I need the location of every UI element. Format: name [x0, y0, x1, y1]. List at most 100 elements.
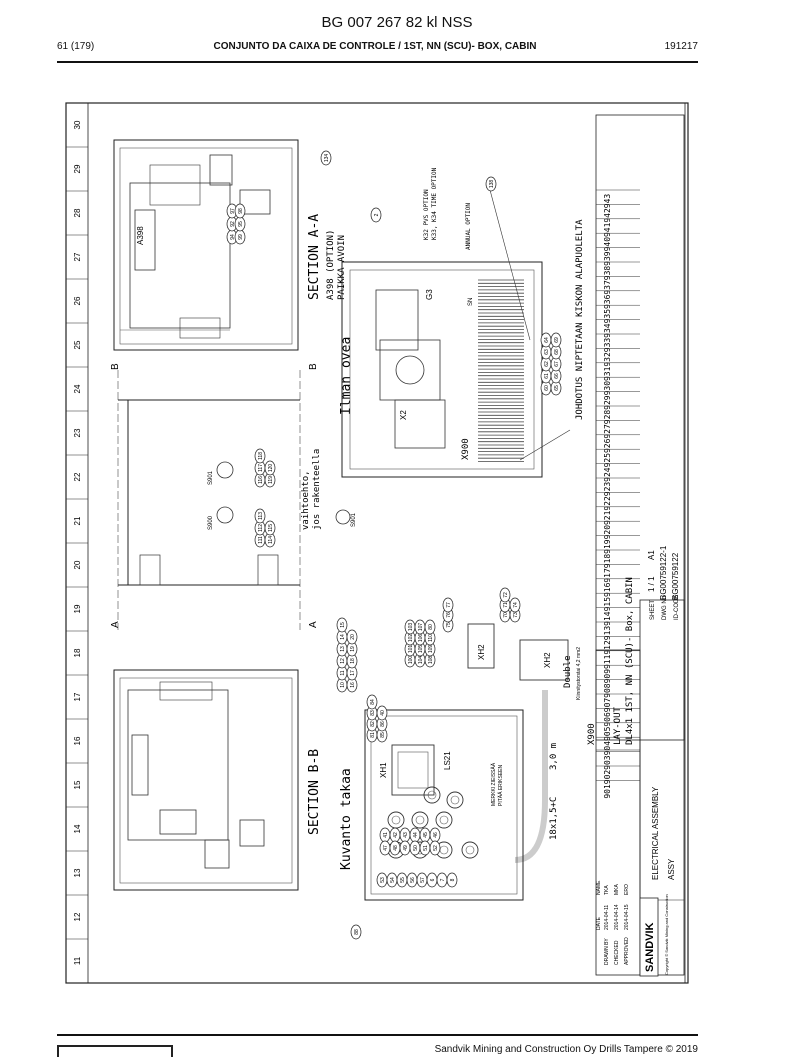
grid-number: 16 — [73, 736, 82, 745]
footer-rule — [57, 1034, 698, 1036]
list-number: 907 — [603, 698, 612, 713]
item-balloon-number: 56 — [410, 877, 416, 883]
item-balloon-number: 52 — [433, 845, 439, 851]
item-balloon-number: 113 — [258, 512, 264, 520]
s900-label: S900 — [208, 515, 214, 530]
gland-connector-inner — [465, 845, 475, 855]
list-number: 935 — [603, 309, 612, 324]
item-balloon-number: 46 — [433, 832, 439, 838]
list-number: 933 — [603, 338, 612, 353]
pvs-option-note: K32 PVS OPTION — [423, 189, 430, 240]
item-balloon-number: 104 — [418, 656, 424, 665]
gland-connector — [435, 811, 453, 829]
list-number: 929 — [603, 395, 612, 410]
back-view-title: Kuvanto takaa — [339, 768, 354, 870]
list-number: 926 — [603, 438, 612, 453]
section-a-marker-bottom: A — [308, 621, 319, 628]
id-code: BG00759122 — [671, 552, 680, 600]
gland-connector-inner — [439, 815, 449, 825]
item-balloon-number: 57 — [420, 877, 426, 883]
list-number: 931 — [603, 366, 612, 381]
item-balloon — [370, 207, 382, 223]
item-balloon-number: 44 — [413, 832, 419, 838]
grid-number: 24 — [73, 384, 82, 393]
item-balloon-number: 61 — [544, 373, 550, 379]
grid-number: 13 — [73, 868, 82, 877]
alternative-note-2: jos rakenteella — [312, 449, 322, 530]
x2-label: X2 — [399, 410, 408, 420]
ls21-label: LS21 — [443, 751, 452, 770]
list-number: 934 — [603, 323, 612, 338]
warning-text-1: MERKKI ZIEISSÄÄ — [490, 762, 497, 806]
cable-spec: 18x1,5+C — [549, 797, 559, 840]
list-number: 943 — [603, 194, 612, 209]
back-view: Kuvanto takaa XH1 LS21 MERKKI ZIEISSÄÄ P… — [339, 623, 597, 901]
drawn-name: TKA — [604, 885, 610, 895]
section-b-marker-top: B — [110, 363, 121, 370]
item-balloon-number: 7 — [440, 878, 446, 881]
section-a-view: A398 SECTION A-A A398 (OPTION) PAIKKA AV… — [113, 139, 354, 415]
x900-connector-label: X900 — [587, 723, 597, 745]
list-number: 927 — [603, 424, 612, 439]
drawing-copyright: Copyright © Sandvik Mining and Construct… — [664, 894, 669, 975]
drawn-date: 2014-04-11 — [604, 905, 610, 930]
desc-line-2: LAY-OUT — [613, 706, 623, 745]
item-balloon-number: 134 — [324, 154, 330, 163]
list-number: 939 — [603, 251, 612, 266]
sn-label: SN — [468, 298, 474, 306]
section-a-note-option: A398 (OPTION) — [326, 230, 336, 300]
grid-number: 30 — [73, 120, 82, 129]
gland-connector — [423, 786, 441, 804]
document-title: BG 007 267 82 kl NSS — [321, 14, 473, 31]
item-balloon-number: 116 — [258, 476, 264, 484]
item-balloon-number: 48 — [393, 845, 399, 851]
item-balloon — [264, 460, 276, 476]
item-balloon-number: 76 — [446, 612, 452, 618]
gland-connector-inner — [427, 790, 437, 800]
section-b-view: SECTION B-B — [113, 669, 322, 891]
gland-connector — [461, 841, 479, 859]
item-balloon — [446, 872, 458, 888]
item-balloon-number: 6 — [430, 878, 436, 881]
item-balloon — [264, 520, 276, 536]
item-balloon-number: 106 — [418, 634, 424, 643]
grid-number: 21 — [73, 516, 82, 525]
list-number: 924 — [603, 467, 612, 482]
section-a-marker-top: A — [110, 621, 121, 628]
item-balloon-number: 72 — [503, 592, 509, 598]
list-number: 909 — [603, 669, 612, 684]
item-balloon — [509, 597, 521, 613]
cable-length: 3,0 m — [549, 743, 559, 770]
item-balloon — [254, 508, 266, 524]
approved-name: ERO — [624, 884, 630, 895]
item-balloon-number: 17 — [350, 670, 356, 676]
item-balloon — [234, 203, 246, 219]
list-number: 930 — [603, 381, 612, 396]
item-balloon-number: 15 — [340, 622, 346, 628]
list-number: 917 — [603, 568, 612, 583]
item-balloon-number: 8 — [450, 878, 456, 881]
item-balloon-number: 63 — [544, 349, 550, 355]
grid-number: 17 — [73, 692, 82, 701]
item-balloon-number: 20 — [350, 634, 356, 640]
title-electrical-assembly: ELECTRICAL ASSEMBLY — [651, 786, 660, 880]
item-balloon-number: 55 — [400, 877, 406, 883]
list-number: 905 — [603, 726, 612, 741]
list-number: 921 — [603, 510, 612, 525]
grid-number: 11 — [73, 956, 82, 965]
item-balloon-number: 70 — [503, 612, 509, 618]
item-balloon-number: 18 — [350, 658, 356, 664]
list-number: 916 — [603, 582, 612, 597]
list-number: 913 — [603, 626, 612, 641]
item-balloon-number: 80 — [428, 624, 434, 630]
g3-label: G3 — [425, 289, 434, 300]
list-number: 940 — [603, 237, 612, 252]
wiring-note: JOHDOTUS NIPTETAAN KISKON ALAPUOLELTA — [575, 219, 585, 420]
item-balloon-number: 13 — [340, 646, 346, 652]
list-number: 911 — [603, 654, 612, 669]
grid-number: 28 — [73, 208, 82, 217]
item-balloon — [254, 448, 266, 464]
item-balloon — [350, 924, 362, 940]
item-balloon-number: 60 — [544, 385, 550, 391]
